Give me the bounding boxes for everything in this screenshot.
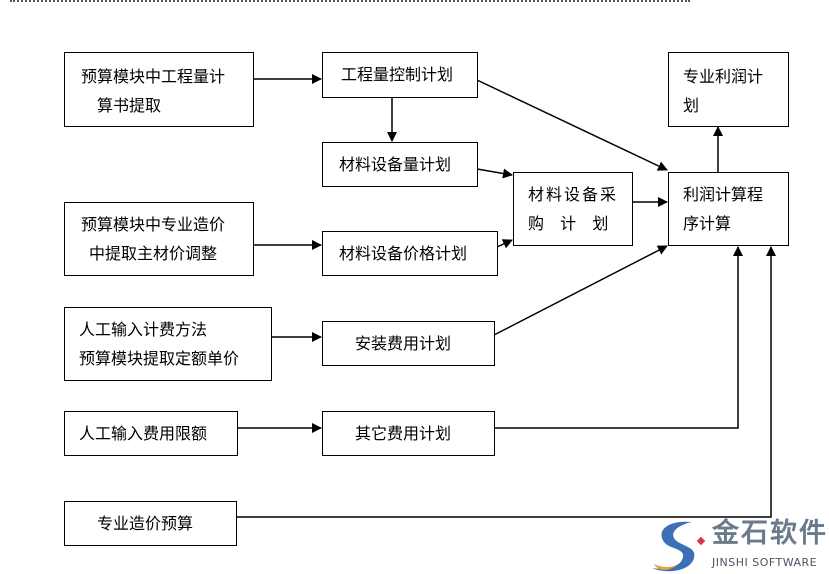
- box-text: 人工输入费用限额: [79, 424, 208, 443]
- box-text: 预算模块中工程量计: [81, 67, 226, 86]
- box-profit-plan: 专业利润计 划: [668, 52, 789, 127]
- box-text: 购 计 划: [528, 214, 611, 233]
- box-professional-budget: 专业造价预算: [64, 501, 237, 546]
- box-text: 工程量控制计划: [341, 65, 454, 84]
- box-profit-calc: 利润计算程 序计算: [668, 172, 789, 246]
- box-text: 安装费用计划: [355, 334, 452, 353]
- box-manual-fee-limit: 人工输入费用限额: [64, 411, 238, 456]
- box-text: 划: [683, 96, 700, 115]
- box-text: 人工输入计费方法: [79, 320, 208, 339]
- box-install-fee: 安装费用计划: [322, 321, 495, 366]
- box-quantity-control: 工程量控制计划: [322, 52, 478, 98]
- box-text: 专业利润计: [683, 67, 764, 86]
- arrow-other-to-profit-calc: [494, 246, 743, 429]
- logo-subtitle: JINSHI SOFTWARE: [712, 556, 818, 569]
- box-material-purchase: 材料设备采 购 计 划: [513, 172, 633, 246]
- box-text: 专业造价预算: [97, 514, 194, 533]
- logo-name: 金石软件: [712, 518, 828, 549]
- box-text: 序计算: [683, 214, 732, 233]
- cropped-heading-text: [10, 0, 690, 4]
- box-text: 利润计算程: [683, 185, 764, 204]
- arrow-quantity-control-to-profit-calc: [476, 79, 668, 171]
- box-text: 算书提取: [97, 96, 162, 115]
- arrow-material-price-to-purchase: [496, 239, 513, 249]
- box-text: 其它费用计划: [355, 424, 452, 443]
- arrow-material-quantity-to-purchase: [476, 168, 513, 179]
- box-other-fee: 其它费用计划: [322, 411, 495, 456]
- box-text: 材料设备采: [528, 185, 619, 204]
- logo-mark-icon: [652, 521, 706, 572]
- box-text: 材料设备量计划: [339, 155, 452, 174]
- box-text: 材料设备价格计划: [339, 244, 468, 263]
- box-text: 预算模块中专业造价: [81, 215, 226, 234]
- box-text: 中提取主材价调整: [89, 244, 218, 263]
- box-material-quantity: 材料设备量计划: [322, 142, 478, 187]
- box-budget-quantity: 预算模块中工程量计 算书提取: [64, 52, 254, 127]
- arrow-professional-budget-to-profit-calc: [236, 246, 776, 518]
- arrow-install-to-profit-calc: [493, 245, 668, 336]
- box-text: 预算模块提取定额单价: [79, 349, 240, 368]
- box-manual-fee-method: 人工输入计费方法 预算模块提取定额单价: [64, 307, 272, 381]
- box-budget-material-price: 预算模块中专业造价 中提取主材价调整: [64, 202, 254, 276]
- box-material-price: 材料设备价格计划: [322, 231, 498, 276]
